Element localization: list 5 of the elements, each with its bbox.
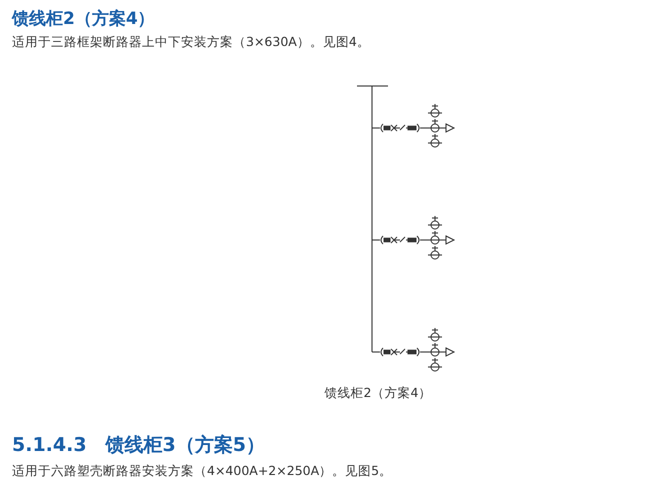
description-text: 适用于六路塑壳断路器安装方案（4×400A+2×250A）。见图5。 [12, 463, 392, 480]
section-heading: 馈线柜2（方案4） [12, 8, 155, 30]
section-heading: 5.1.4.3 馈线柜3（方案5） [12, 433, 265, 458]
description-text: 适用于三路框架断路器上中下安装方案（3×630A）。见图4。 [12, 34, 370, 51]
figure-caption: 馈线柜2（方案4） [324, 385, 432, 402]
